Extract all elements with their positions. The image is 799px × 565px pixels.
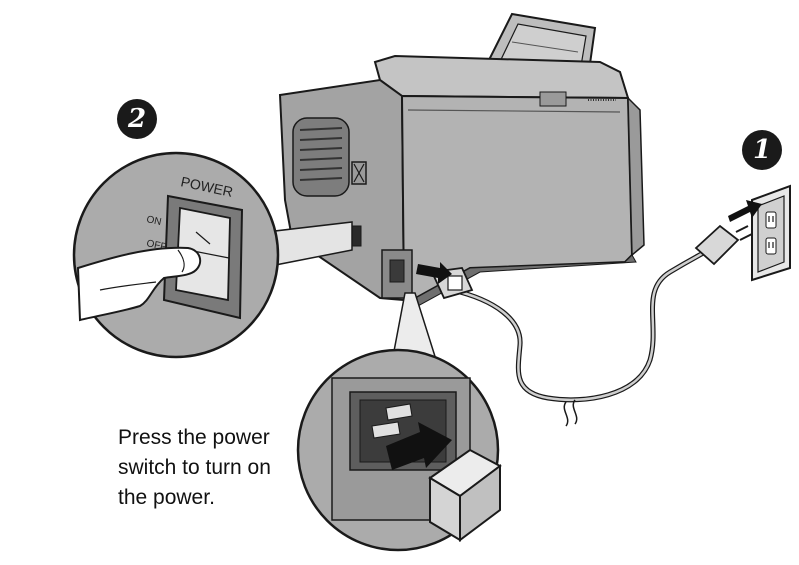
- arrow-plug-in: [416, 262, 452, 284]
- power-inlet: [381, 249, 413, 299]
- arrow-plug-outlet: [728, 200, 762, 222]
- arrow-closeup: [386, 422, 452, 470]
- caption-line-3: the power.: [118, 486, 215, 509]
- on-label: ON: [145, 214, 162, 228]
- step-two-badge: 2: [117, 99, 157, 139]
- power-cord: [451, 249, 707, 427]
- wall-plug: [694, 224, 753, 266]
- vent-grille: [292, 117, 350, 197]
- step-one-badge: 1: [742, 130, 782, 170]
- caption-line-2: switch to turn on: [118, 456, 271, 479]
- caption-text: Press the power switch to turn on the po…: [118, 423, 318, 513]
- switch-closeup: POWER ON OFF: [72, 151, 280, 359]
- printer-power-switch[interactable]: [351, 225, 362, 247]
- caption-line-1: Press the power: [118, 426, 270, 449]
- wall-outlet: [751, 184, 791, 282]
